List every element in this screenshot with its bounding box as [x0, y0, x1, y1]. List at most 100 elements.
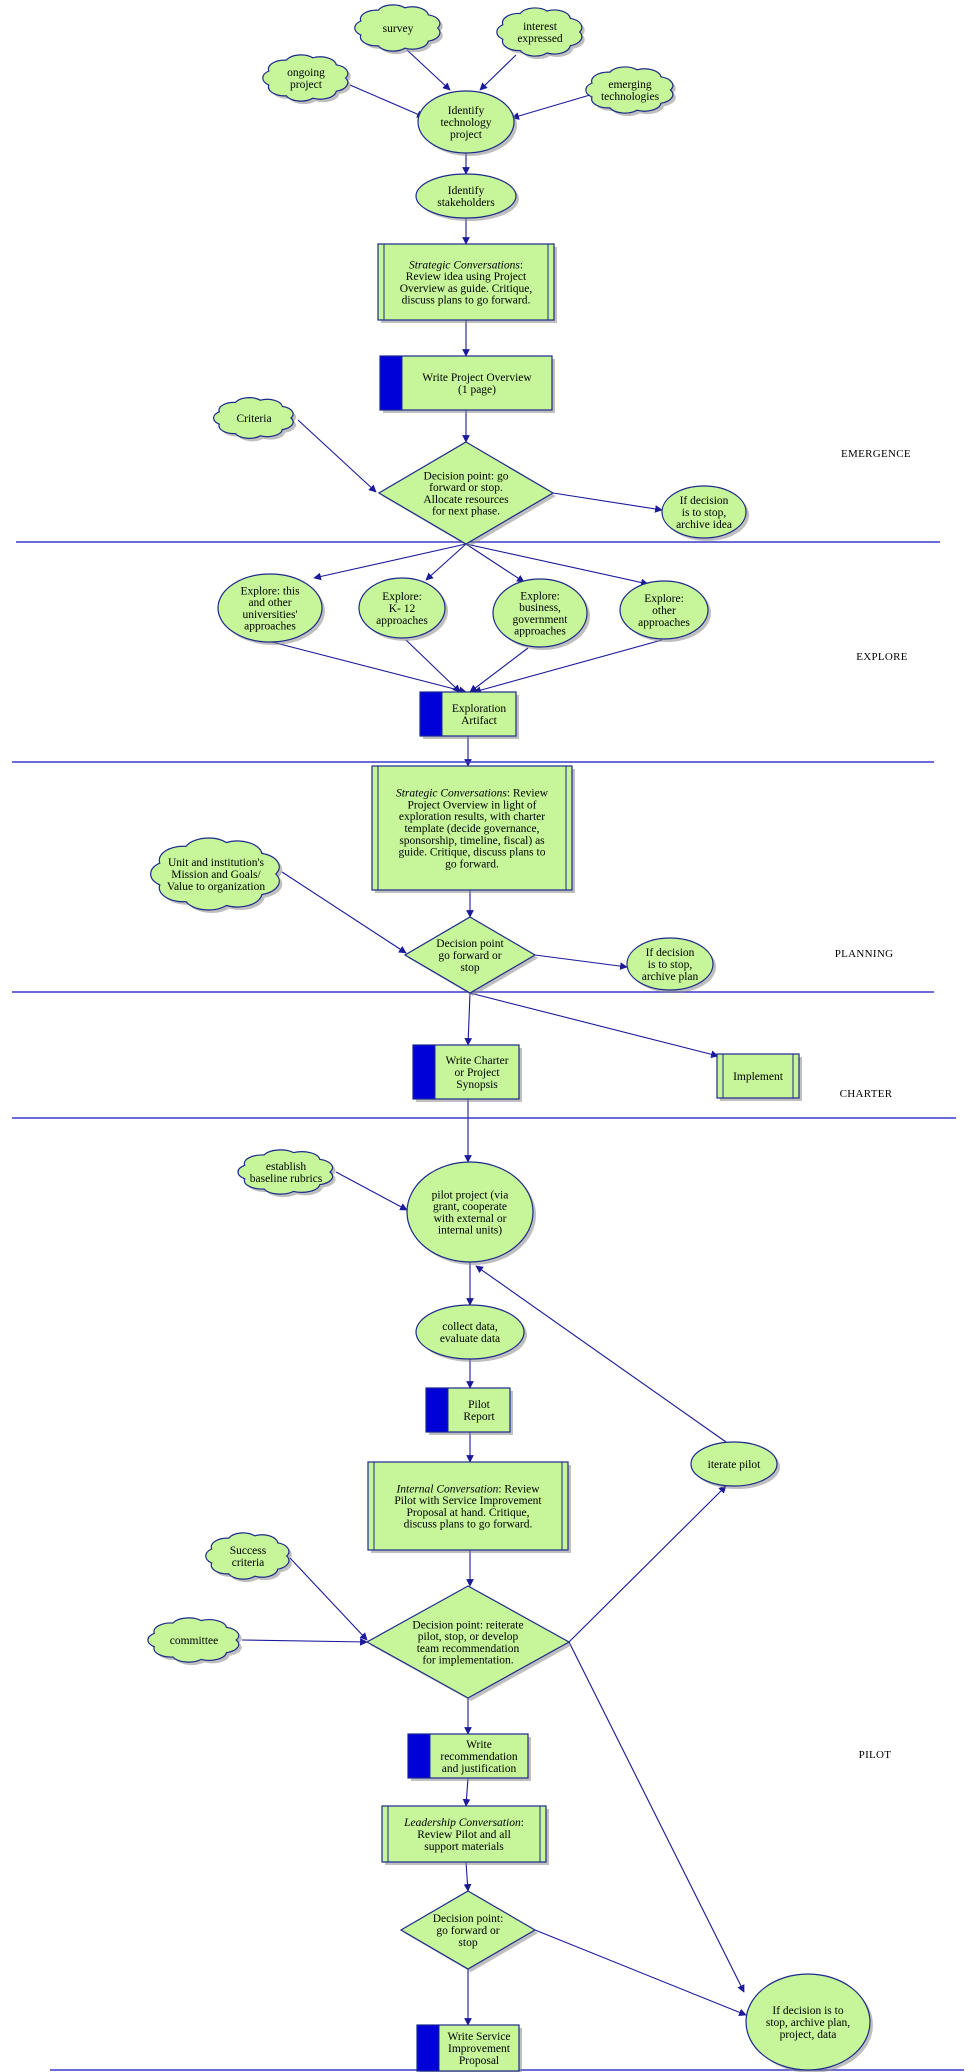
- node-text-line: go forward or: [436, 1925, 499, 1937]
- connector-arrow: [406, 49, 451, 91]
- node-implement: Implement: [716, 1053, 802, 1101]
- node-text-line: go forward.: [445, 858, 499, 870]
- phase-label-emergence: EMERGENCE: [841, 448, 911, 460]
- node-text-line: Identify: [448, 185, 485, 197]
- node-text-line: guide. Critique, discuss plans to: [399, 847, 546, 859]
- node-text-line: approaches: [514, 626, 566, 638]
- node-text-line: Review Pilot and all: [417, 1829, 511, 1841]
- connector-arrow: [464, 992, 473, 1046]
- connector-arrow: [313, 543, 467, 581]
- node-text-line: stop: [460, 962, 479, 974]
- node-text-line: Write Project Overview: [422, 372, 532, 384]
- node-text-line: Strategic Conversations:: [409, 259, 523, 271]
- node-text-line: Explore:: [520, 590, 560, 602]
- node-text-line: and other: [248, 597, 291, 609]
- node-collect-data: collect data,evaluate data: [415, 1304, 527, 1362]
- connector-arrow: [568, 1641, 745, 1993]
- connector-arrow: [335, 1171, 408, 1211]
- phase-label-explore: EXPLORE: [856, 651, 908, 663]
- node-text-line: Overview as guide. Critique,: [400, 283, 533, 295]
- node-text-line: Explore:: [382, 591, 422, 603]
- connector-arrow: [479, 54, 517, 91]
- node-text-line: Review idea using Project: [406, 271, 527, 283]
- node-text-line: emerging: [608, 79, 651, 91]
- node-text-line: other: [652, 605, 676, 617]
- node-text-line: stop: [458, 1937, 477, 1949]
- node-text-line: approaches: [638, 617, 690, 629]
- node-text-line: Pilot: [468, 1399, 491, 1411]
- node-text-line: Synopsis: [456, 1079, 498, 1091]
- node-text-line: committee: [170, 1635, 219, 1647]
- node-text-line: or Project: [454, 1067, 500, 1079]
- node-text-line: is to stop,: [648, 959, 693, 971]
- node-text-line: technologies: [601, 91, 660, 103]
- node-text-line: Project Overview in light of: [407, 799, 536, 811]
- node-text-line: Leadership Conversation:: [403, 1817, 524, 1829]
- node-text-line: stakeholders: [437, 197, 495, 209]
- node-text-line: Success: [230, 1545, 267, 1557]
- node-text-line: discuss plans to go forward.: [404, 1519, 533, 1531]
- node-text-line: Explore: this: [240, 585, 300, 597]
- node-text-line: iterate pilot: [708, 1459, 761, 1471]
- node-text-line: approaches: [244, 621, 296, 633]
- node-text-line: internal units): [438, 1225, 502, 1237]
- node-text-line: business,: [519, 602, 561, 614]
- node-text-line: survey: [383, 23, 414, 35]
- connector-arrow: [469, 992, 719, 1059]
- phase-label-pilot: PILOT: [859, 1749, 892, 1761]
- node-text-line: (1 page): [458, 384, 496, 396]
- node-strategic1: Strategic Conversations:Review idea usin…: [377, 243, 557, 323]
- connector-arrow: [465, 543, 525, 583]
- node-text-line: collect data,: [442, 1321, 498, 1333]
- connector-arrow: [462, 1777, 471, 1807]
- connector-arrow: [463, 1861, 472, 1892]
- node-text-line: support materials: [424, 1841, 504, 1853]
- connector-arrow: [511, 94, 591, 120]
- node-text-line: is to stop,: [682, 507, 727, 519]
- phase-label-layer: EMERGENCE EXPLORE PLANNING CHARTER PILOT: [835, 448, 911, 1761]
- connector-arrow: [465, 543, 649, 587]
- node-text-line: ongoing: [287, 67, 325, 79]
- node-text-line: exploration results, with charter: [399, 811, 545, 823]
- node-text-line: Write: [466, 1739, 492, 1751]
- connector-arrow: [241, 1638, 368, 1646]
- node-text-line: archive idea: [676, 519, 732, 531]
- node-text-line: Improvement: [448, 2043, 511, 2055]
- connector-arrow: [349, 84, 425, 118]
- node-text-line: and justification: [442, 1763, 517, 1775]
- node-text-line: forward or stop.: [429, 482, 503, 494]
- node-text-line: Write Charter: [445, 1055, 508, 1067]
- node-text-line: If decision is to: [772, 2005, 843, 2017]
- node-text-line: establish: [266, 1161, 306, 1173]
- node-text-line: government: [513, 614, 569, 626]
- node-text-line: Decision point: [436, 938, 504, 950]
- node-text-line: Decision point: go: [424, 470, 509, 482]
- node-leadership: Leadership Conversation:Review Pilot and…: [381, 1805, 549, 1865]
- node-survey: survey: [354, 4, 443, 55]
- node-text-line: Proposal: [459, 2055, 499, 2067]
- node-text-line: Artifact: [461, 715, 498, 727]
- node-text-line: Implement: [733, 1071, 784, 1083]
- node-text-line: baseline rubrics: [250, 1173, 323, 1185]
- node-text-line: Proposal at hand. Critique,: [407, 1507, 530, 1519]
- node-committee: committee: [147, 1617, 242, 1666]
- node-text-line: template (decide governance,: [404, 823, 539, 835]
- phase-label-charter: CHARTER: [840, 1088, 893, 1100]
- node-text-line: approaches: [376, 615, 428, 627]
- node-text-line: universities': [242, 609, 297, 621]
- node-text-line: Pilot with Service Improvement: [394, 1495, 542, 1507]
- node-text-line: Decision point:: [433, 1913, 504, 1925]
